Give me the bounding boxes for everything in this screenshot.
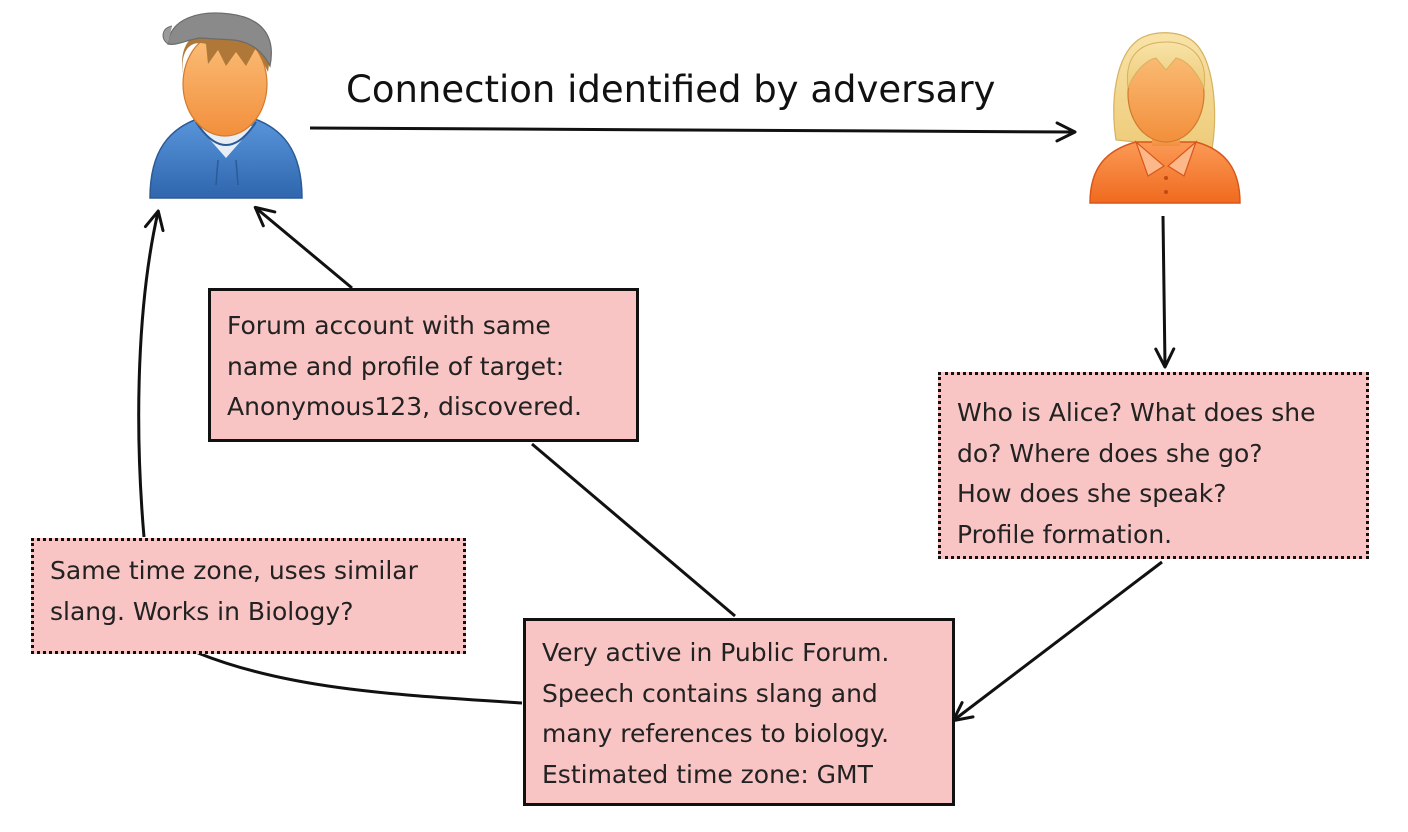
arrow-alice-down	[1154, 215, 1176, 369]
box-text-line: slang. Works in Biology?	[50, 596, 354, 626]
timezone-box: Same time zone, uses similar slang. Work…	[31, 538, 466, 654]
box-text-line: Very active in Public Forum.	[542, 638, 890, 667]
male-user-icon	[149, 12, 303, 199]
box-text-line: Who is Alice? What does she	[957, 398, 1316, 427]
female-user-icon	[1089, 32, 1241, 204]
diagram-title: Connection identified by adversary	[346, 68, 996, 111]
box-text-line: Profile formation.	[957, 519, 1173, 549]
box-text-line: Forum account with same	[227, 311, 551, 340]
line-public-to-forum	[531, 442, 736, 618]
alice-profile-box: Who is Alice? What does she do? Where do…	[938, 372, 1369, 559]
box-text-line: do? Where does she go?	[957, 438, 1263, 468]
arrow-timezone-to-man	[137, 209, 165, 538]
box-text-line: many references to biology.	[542, 719, 890, 748]
arrow-connection	[309, 121, 1077, 143]
arrow-forum-to-man	[253, 205, 353, 290]
box-text-line: Estimated time zone: GMT	[542, 759, 873, 789]
box-text-line: Anonymous123, discovered.	[227, 392, 582, 421]
box-text-line: How does she speak?	[957, 479, 1227, 508]
forum-account-box: Forum account with same name and profile…	[208, 288, 639, 442]
box-text-line: name and profile of target:	[227, 351, 565, 381]
curve-public-to-timezone	[197, 651, 523, 705]
box-text-line: Same time zone, uses similar	[50, 556, 418, 585]
arrow-alice-to-public	[951, 560, 1163, 723]
box-text-line: Speech contains slang and	[542, 678, 878, 708]
public-forum-box: Very active in Public Forum. Speech cont…	[523, 618, 955, 806]
